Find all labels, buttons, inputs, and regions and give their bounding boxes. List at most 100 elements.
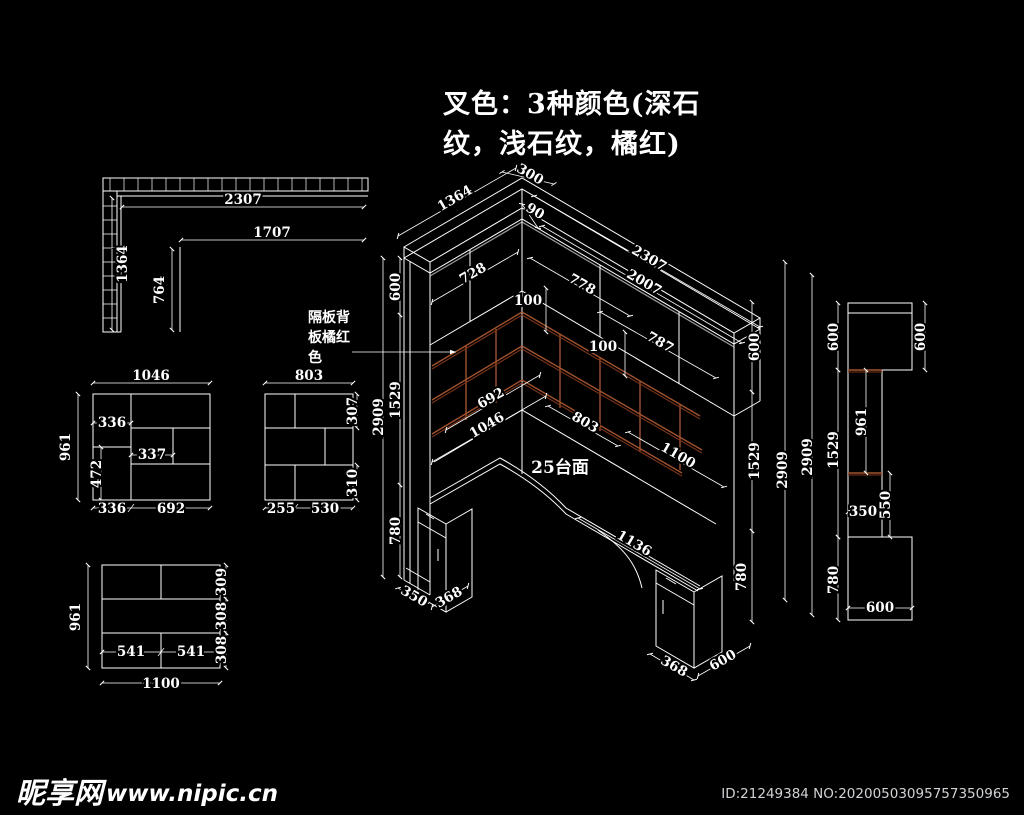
side-middle-column (847, 370, 883, 537)
iso-left-panel (403, 258, 431, 596)
iso-dim-100b: 100 (589, 339, 617, 355)
iso-dim-728: 728 (457, 260, 489, 288)
iso-left-dim-stack: 2909 600 1529 780 (369, 255, 406, 580)
iso-dim-line-1364 (396, 164, 518, 240)
plan-dim-2307: 2307 (224, 192, 262, 208)
elev-c-541-tick (157, 647, 165, 657)
elev-a-dim-692: 692 (157, 501, 185, 517)
elev-a-dim-b336: 336 (98, 501, 126, 517)
elev-a-dim-472: 472 (89, 460, 105, 488)
side-elevation: 2909 600 1529 780 600 961 350 550 600 (798, 272, 931, 623)
side-dim-961: 961 (854, 408, 870, 436)
iso-top-cabinets (429, 219, 761, 417)
iso-dim-line-368r (646, 652, 698, 682)
elev-c-dim-308a: 308 (214, 602, 230, 630)
title-line-2: 纹，浅石纹，橘红) (443, 128, 681, 160)
elev-b-outline (264, 393, 354, 501)
iso-desk-edge-thickness (429, 463, 699, 592)
elev-b-dim-530: 530 (311, 501, 339, 517)
iso-right-dim-stack: 600 1529 780 2909 (732, 259, 793, 625)
title-block: 叉色：3种颜色(深石 纹，浅石纹，橘红) (442, 88, 701, 160)
iso-dim-100a: 100 (514, 293, 542, 309)
iso-dim-lb350: 350 (398, 583, 430, 611)
elev-c-dim-541a: 541 (117, 644, 145, 660)
iso-dim-l1529: 1529 (388, 381, 404, 419)
iso-dim-300: 300 (514, 161, 546, 189)
elev-a-bottom-tick (127, 503, 135, 513)
watermark-url[interactable]: www.nipic.cn (106, 781, 278, 807)
iso-dim-l780: 780 (388, 517, 404, 545)
elev-a-dim-1046: 1046 (132, 368, 170, 384)
elev-c-dim-961: 961 (68, 603, 84, 631)
watermark-id: ID:21249384 NO:20200503095757350965 (721, 786, 1010, 802)
plan-dim-1707: 1707 (253, 225, 291, 241)
side-dim-2909: 2909 (800, 438, 816, 476)
elev-b-bottom-tick (291, 503, 299, 513)
plan-dim-764: 764 (152, 276, 168, 304)
iso-dim-line-787 (596, 310, 720, 380)
note-line-2: 板橘红 (308, 329, 350, 346)
elev-c-dim-308b: 308 (214, 636, 230, 664)
side-bottom-box (847, 536, 913, 621)
side-dim-1529: 1529 (826, 431, 842, 469)
isometric-view: 300 1364 90 2307 2007 728 778 787 100 10… (394, 159, 764, 683)
elev-b-dim-803: 803 (295, 368, 323, 384)
elev-c-dim-309: 309 (214, 568, 230, 596)
elevation-b: 803 255 530 307 310 (262, 366, 363, 519)
iso-dim-r2909: 2909 (775, 451, 791, 489)
shelf-back-note: 隔板背 板橘红 色 (306, 307, 456, 368)
elevation-a: 1046 961 336 337 472 336 692 (56, 366, 213, 519)
elev-b-dim-310: 310 (345, 469, 361, 497)
watermark-brand[interactable]: 昵享网 (16, 776, 107, 810)
elev-a-dim-337: 337 (138, 447, 166, 463)
note-line-1: 隔板背 (308, 309, 350, 326)
iso-dim-r1529: 1529 (747, 442, 763, 480)
iso-crown-edges (403, 188, 761, 345)
elev-a-shelves (93, 394, 210, 500)
iso-dim-r780: 780 (734, 563, 750, 591)
side-dim-600top: 600 (913, 323, 929, 351)
elev-b-dim-255: 255 (267, 501, 295, 517)
iso-dim-r600: 600 (747, 333, 763, 361)
iso-dim-l2909: 2909 (371, 398, 387, 436)
elev-c-dim-541b: 541 (177, 644, 205, 660)
side-dim-600bot: 600 (866, 600, 894, 616)
iso-dim-803: 803 (569, 409, 601, 437)
iso-dim-lb368: 368 (433, 584, 465, 612)
iso-dim-1364: 1364 (435, 182, 476, 215)
elev-a-dim-961: 961 (58, 433, 74, 461)
iso-dim-line-350 (394, 586, 430, 606)
elev-c-dim-1100: 1100 (142, 676, 180, 692)
iso-dim-line-1046 (430, 392, 548, 466)
iso-dim-rb368: 368 (658, 653, 690, 681)
elev-b-shelves (265, 394, 353, 500)
iso-dim-1136: 1136 (614, 527, 655, 560)
note-line-3: 色 (308, 349, 322, 366)
side-dim-350: 350 (849, 504, 877, 520)
iso-dim-line-803 (544, 404, 622, 448)
side-dim-550: 550 (878, 491, 894, 519)
side-dim-780: 780 (826, 566, 842, 594)
elevation-c: 541 541 961 1100 309 308 308 (66, 562, 232, 694)
iso-dim-line-728 (430, 248, 520, 306)
plan-top-wall (102, 177, 369, 192)
iso-dim-line-1100 (624, 430, 728, 489)
plan-dim-1364: 1364 (115, 245, 131, 283)
iso-dim-line-778 (526, 256, 634, 318)
iso-dim-line-1136 (574, 516, 704, 591)
iso-dim-line-368l (430, 582, 470, 611)
elev-b-dim-307: 307 (345, 397, 361, 425)
iso-dim-692: 692 (475, 385, 507, 413)
iso-dim-l600: 600 (388, 273, 404, 301)
elev-c-shelves (102, 565, 220, 668)
elev-a-dim-336: 336 (98, 415, 126, 431)
title-line-1: 叉色：3种颜色(深石 (442, 88, 701, 120)
side-dim-600: 600 (826, 323, 842, 351)
iso-dim-90: 90 (523, 200, 547, 223)
plan-inner-faces (103, 195, 368, 333)
iso-left-cabinet (417, 507, 473, 613)
plan-view: 2307 1707 1364 764 (102, 177, 369, 333)
iso-dim-rb600: 600 (707, 647, 739, 675)
